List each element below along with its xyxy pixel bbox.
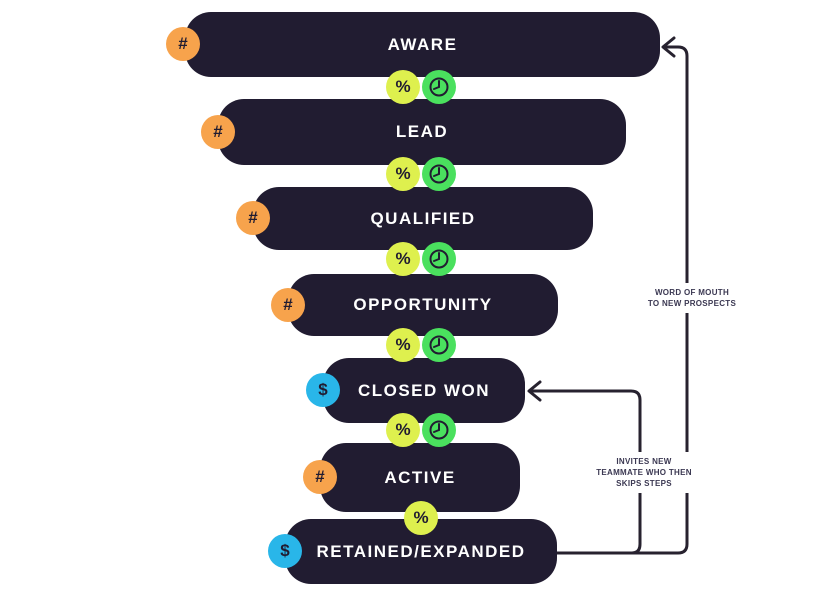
stage-label: OPPORTUNITY — [353, 295, 493, 314]
badge-glyph: % — [413, 508, 429, 527]
dollar-icon: $ — [268, 534, 302, 568]
stage-aware: AWARE — [185, 12, 660, 77]
loop-arrow-retained-to-closed-won — [529, 389, 642, 555]
clock-icon — [422, 157, 456, 191]
annotation-line: TO NEW PROSPECTS — [647, 299, 737, 308]
word-of-mouth-annotation: WORD OF MOUTH TO NEW PROSPECTS — [634, 283, 750, 313]
annotation-line: WORD OF MOUTH — [654, 288, 730, 297]
annotation-line: SKIPS STEPS — [616, 479, 672, 488]
badge-glyph: % — [395, 164, 411, 183]
stage-qualified: QUALIFIED — [253, 187, 593, 250]
invites-teammate-annotation: INVITES NEW TEAMMATE WHO THEN SKIPS STEP… — [588, 452, 700, 493]
badge-glyph: % — [395, 77, 411, 96]
percent-icon: % — [386, 242, 420, 276]
annotation-line: INVITES NEW — [616, 457, 672, 466]
arrowhead-aware — [661, 36, 676, 58]
clock-icon — [422, 413, 456, 447]
stage-label: QUALIFIED — [370, 208, 476, 228]
stage-closed-won: CLOSED WON — [323, 358, 525, 423]
badge-glyph: $ — [280, 541, 290, 560]
percent-icon: % — [386, 413, 420, 447]
badge-glyph: % — [395, 335, 411, 354]
clock-icon — [422, 70, 456, 104]
annotation-line: TEAMMATE WHO THEN — [596, 468, 692, 477]
stage-label: ACTIVE — [384, 467, 456, 487]
stage-label: AWARE — [387, 34, 458, 54]
arrowhead-closed-won — [527, 380, 542, 402]
hash-icon: # — [236, 201, 270, 235]
stage-label: CLOSED WON — [357, 380, 491, 400]
hash-icon: # — [201, 115, 235, 149]
clock-icon — [422, 242, 456, 276]
badge-glyph: % — [395, 249, 411, 268]
stage-active: ACTIVE — [320, 443, 520, 512]
hash-icon: # — [271, 288, 305, 322]
dollar-icon: $ — [306, 373, 340, 407]
stage-lead: LEAD — [218, 99, 626, 165]
percent-icon: % — [386, 157, 420, 191]
badge-glyph: # — [178, 34, 188, 53]
clock-icon — [422, 328, 456, 362]
badge-glyph: # — [315, 467, 325, 486]
stage-label: LEAD — [395, 122, 449, 141]
stage-label: RETAINED/EXPANDED — [316, 541, 526, 561]
percent-icon: % — [386, 70, 420, 104]
badge-glyph: $ — [318, 380, 328, 399]
percent-icon: % — [386, 328, 420, 362]
badge-glyph: # — [248, 208, 258, 227]
badge-glyph: # — [283, 295, 293, 314]
badge-glyph: # — [213, 122, 223, 141]
stage-opportunity: OPPORTUNITY — [288, 274, 558, 336]
badge-glyph: % — [395, 420, 411, 439]
hash-icon: # — [166, 27, 200, 61]
hash-icon: # — [303, 460, 337, 494]
percent-icon: % — [404, 501, 438, 535]
